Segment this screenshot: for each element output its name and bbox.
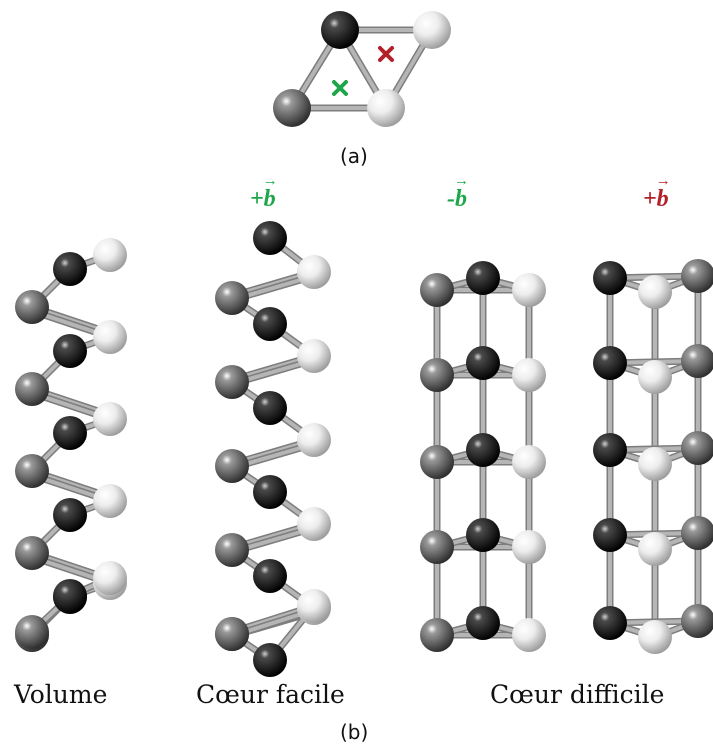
atom-dark	[53, 334, 87, 368]
burgers-vector-easy-plus: +b→	[250, 173, 278, 213]
atom-light	[297, 423, 331, 457]
atom-mid	[215, 365, 249, 399]
green-cross-marker	[332, 80, 348, 96]
atom-light	[367, 89, 405, 127]
burgers-label-hard-minus: -b→	[447, 173, 469, 212]
atom-dark	[593, 346, 627, 380]
atom-mid	[681, 516, 713, 550]
label-volume: Volume	[14, 680, 108, 709]
atom-light	[512, 445, 546, 479]
atom-light	[297, 339, 331, 373]
atom-light	[638, 620, 672, 654]
atom-mid	[420, 618, 454, 652]
atom-light	[638, 447, 672, 481]
atom-mid	[420, 358, 454, 392]
atom-light-gray	[413, 11, 451, 49]
atom-light	[297, 255, 331, 289]
atom-dark	[253, 559, 287, 593]
atom-dark	[466, 606, 500, 640]
burgers-label-hard-plus: +b→	[643, 173, 671, 212]
atom-mid	[15, 372, 49, 406]
atom-dark	[466, 261, 500, 295]
atom-mid	[215, 617, 249, 651]
burgers-vector-hard-plus: +b→	[643, 173, 671, 213]
atom-dark	[321, 11, 359, 49]
atom-mid	[681, 344, 713, 378]
bonds-layer	[28, 26, 702, 664]
atom-light	[512, 618, 546, 652]
atom-mid	[15, 615, 49, 649]
atom-mid	[215, 449, 249, 483]
atom-dark	[53, 252, 87, 286]
vector-arrow-icon: →	[655, 173, 671, 189]
atom-dark	[593, 433, 627, 467]
atom-mid	[420, 530, 454, 564]
atom-light	[93, 238, 127, 272]
burgers-label-easy-plus: +b→	[250, 173, 278, 212]
atom-mid	[215, 533, 249, 567]
atom-mid	[681, 259, 713, 293]
label-hard-core: Cœur difficile	[490, 680, 665, 709]
atom-light	[638, 360, 672, 394]
atom-mid	[15, 290, 49, 324]
atom-mid	[681, 604, 713, 638]
atom-mid	[215, 281, 249, 315]
atom-light	[512, 530, 546, 564]
atom-light	[297, 589, 331, 623]
atom-dark	[466, 346, 500, 380]
atom-dark	[593, 261, 627, 295]
atom-light	[93, 402, 127, 436]
atom-dark	[53, 416, 87, 450]
atom-light	[638, 275, 672, 309]
atoms-layer	[15, 11, 713, 677]
atom-dark	[253, 391, 287, 425]
atom-mid	[15, 536, 49, 570]
atom-dark	[253, 643, 287, 677]
burgers-vector-hard-minus: -b→	[447, 173, 469, 213]
atom-mid	[420, 273, 454, 307]
atom-mid	[681, 431, 713, 465]
atom-dark	[53, 579, 87, 613]
atom-dark	[53, 498, 87, 532]
atom-mid	[420, 445, 454, 479]
atom-dark	[253, 221, 287, 255]
vector-arrow-icon: →	[454, 173, 469, 189]
atom-light	[93, 561, 127, 595]
caption-b: (b)	[340, 720, 369, 744]
atom-dark	[593, 606, 627, 640]
atom-mid	[15, 454, 49, 488]
atom-dark	[466, 433, 500, 467]
atom-mid	[273, 89, 311, 127]
atom-light	[297, 507, 331, 541]
atom-dark	[466, 518, 500, 552]
atom-light	[93, 320, 127, 354]
caption-a: (a)	[340, 144, 368, 168]
markers-layer	[332, 46, 394, 96]
red-cross-marker	[378, 46, 394, 62]
atom-light	[638, 532, 672, 566]
atom-light	[512, 358, 546, 392]
atom-dark	[253, 307, 287, 341]
atom-light	[93, 484, 127, 518]
label-easy-core: Cœur facile	[196, 680, 345, 709]
vector-arrow-icon: →	[262, 173, 278, 189]
atom-light	[512, 273, 546, 307]
atom-dark	[593, 518, 627, 552]
atom-dark	[253, 475, 287, 509]
